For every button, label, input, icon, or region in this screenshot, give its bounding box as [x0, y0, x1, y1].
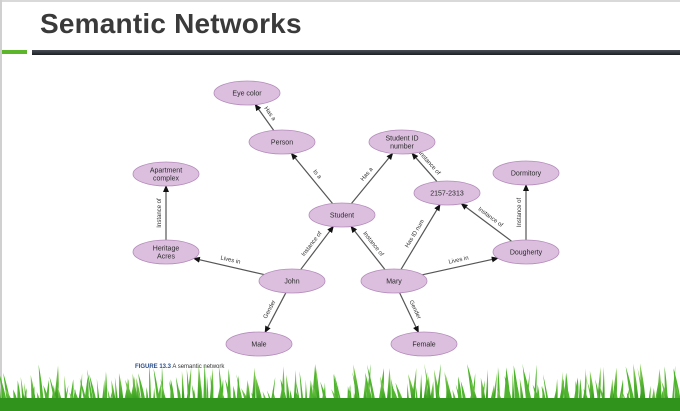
node-label: Dougherty [510, 250, 543, 257]
node-label: Student ID [385, 136, 418, 143]
node-label: Apartment [150, 168, 182, 175]
edge-john-student [300, 225, 334, 270]
node-ellipse [492, 239, 560, 265]
node-ellipse [492, 160, 560, 186]
node-ellipse [248, 129, 316, 155]
slide-title: Semantic Networks [40, 8, 302, 39]
node-label: 2157-2313 [430, 191, 464, 198]
edge-mary-student [350, 225, 386, 270]
node-label: Dormitory [511, 171, 542, 178]
figure-caption: FIGURE 13.3 A semantic network [135, 364, 224, 370]
node-ellipse [132, 239, 200, 265]
node-label: Eye color [232, 91, 262, 98]
edge-label: Gender [407, 300, 421, 321]
node-ellipse [413, 180, 481, 206]
node-label: John [284, 279, 299, 286]
node-ellipse [308, 202, 376, 228]
node-ellipse [213, 80, 281, 106]
node-label: Student [330, 213, 354, 220]
node-ellipse [368, 129, 436, 155]
node-ellipse [360, 268, 428, 294]
edge-label: Lives in [220, 255, 241, 265]
node-eye: Eye color [213, 80, 281, 106]
node-ellipse [258, 268, 326, 294]
edge-label: Instance of [157, 198, 163, 228]
edge-john-heritage [192, 256, 265, 276]
node-female: Female [390, 331, 458, 357]
figure-caption-text: A semantic network [171, 364, 225, 370]
edge-mary-dough [422, 256, 499, 276]
node-label: Male [251, 342, 266, 349]
edge-label: Instance of [517, 197, 523, 227]
edge-label: Has a [360, 166, 375, 182]
figure-number: FIGURE 13.3 [135, 364, 172, 370]
edge-john-male [264, 292, 287, 334]
edge-label: Has a [262, 106, 276, 123]
node-student: Student [308, 202, 376, 228]
node-ellipse [225, 331, 293, 357]
node-ellipse [390, 331, 458, 357]
node-label: Mary [386, 279, 402, 286]
grass-decoration [0, 363, 680, 411]
node-label: Female [412, 342, 435, 349]
node-dough: Dougherty [492, 239, 560, 265]
edge-label: Gender [263, 299, 278, 320]
node-male: Male [225, 331, 293, 357]
node-dorm: Dormitory [492, 160, 560, 186]
node-mary: Mary [360, 268, 428, 294]
edge-num-sid [411, 152, 438, 182]
node-ellipse [132, 161, 200, 187]
edge-student-person [290, 152, 334, 204]
node-label: complex [153, 176, 180, 183]
edge-mary-num [400, 203, 441, 270]
title-accent-bar [2, 50, 27, 54]
node-label: Person [271, 140, 293, 147]
slide-left-border [0, 0, 2, 411]
edge-label: Is a [311, 169, 322, 181]
edge-person-eye [254, 103, 275, 131]
slide-top-border [0, 0, 680, 2]
node-label: number [390, 144, 414, 151]
node-person: Person [248, 129, 316, 155]
edge-mary-female [399, 292, 419, 334]
edge-student-sid [350, 152, 394, 204]
node-label: Acres [157, 254, 175, 261]
title-underline-bar [32, 50, 680, 55]
node-label: Heritage [153, 246, 180, 253]
node-john: John [258, 268, 326, 294]
node-num: 2157-2313 [413, 180, 481, 206]
edge-dough-num [460, 203, 512, 242]
edge-label: Lives in [448, 256, 469, 266]
